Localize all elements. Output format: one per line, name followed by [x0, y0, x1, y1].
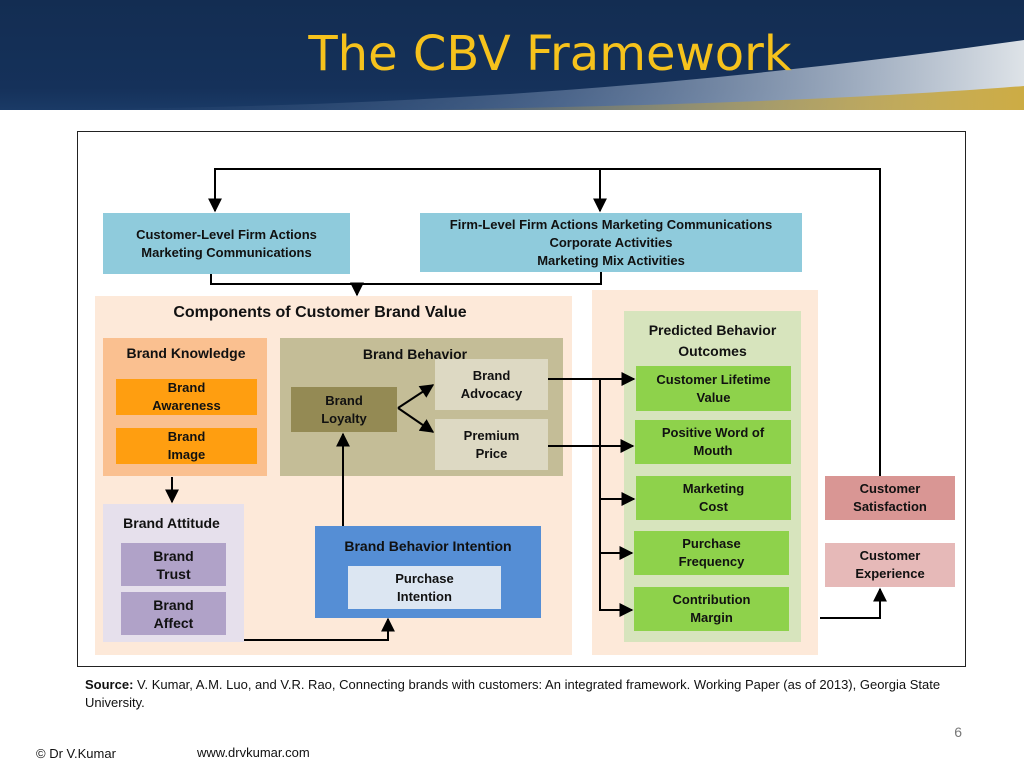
brand-advocacy-line2: Advocacy [460, 385, 523, 401]
intention-title: Brand Behavior Intention [344, 538, 512, 554]
customer-experience-box: Customer Experience [825, 543, 955, 587]
outcome-purchase-frequency-line2: Frequency [678, 554, 745, 569]
outcome-wom-box: Positive Word of Mouth [635, 420, 791, 464]
brand-loyalty-line2: Loyalty [321, 410, 367, 426]
brand-trust-line2: Trust [156, 565, 191, 582]
firm-level-actions-line3: Marketing Mix Activities [537, 252, 685, 268]
header-swoosh [0, 40, 1024, 110]
outcome-wom-line1: Positive Word of [661, 425, 765, 440]
customer-satisfaction-line2: Satisfaction [853, 499, 927, 514]
footer-url: www.drvkumar.com [197, 745, 310, 760]
footer-author: © Dr V.Kumar [36, 746, 116, 761]
brand-attitude-title: Brand Attitude [123, 515, 220, 531]
outcome-contribution-margin-line2: Margin [690, 610, 733, 625]
source-label: Source: [85, 677, 134, 692]
premium-price-box: Premium Price [435, 419, 548, 470]
outcome-clv-box: Customer Lifetime Value [636, 366, 791, 411]
brand-awareness-line1: Brand [167, 380, 206, 395]
purchase-intention-box: Purchase Intention [348, 566, 501, 609]
slide-title: The CBV Framework [308, 26, 792, 82]
firm-level-actions-line2: Corporate Activities [549, 234, 673, 250]
brand-awareness-box: Brand Awareness [116, 379, 257, 415]
outcomes-title: Predicted Behavior Outcomes [624, 320, 801, 362]
brand-image-line1: Brand [167, 429, 206, 444]
source-text: V. Kumar, A.M. Luo, and V.R. Rao, Connec… [85, 677, 941, 710]
customer-experience-line2: Experience [855, 566, 925, 581]
brand-trust-line1: Brand [153, 547, 194, 564]
diagram-frame [77, 131, 966, 667]
outcome-purchase-frequency-line1: Purchase [682, 536, 741, 551]
brand-affect-line2: Affect [153, 614, 194, 631]
outcome-wom-line2: Mouth [693, 443, 733, 458]
brand-affect-line1: Brand [153, 596, 194, 613]
customer-level-actions-box: Customer-Level Firm Actions Marketing Co… [103, 213, 350, 274]
brand-affect-box: Brand Affect [121, 592, 226, 635]
brand-image-line2: Image [167, 447, 206, 462]
outcome-marketing-cost-box: Marketing Cost [636, 476, 791, 520]
brand-loyalty-box: Brand Loyalty [291, 387, 397, 432]
outcome-marketing-cost-line1: Marketing [682, 481, 745, 496]
firm-level-actions-line1: Firm-Level Firm Actions Marketing Commun… [449, 216, 773, 232]
customer-level-actions-line2: Marketing Communications [141, 244, 312, 260]
brand-awareness-line2: Awareness [152, 398, 221, 413]
brand-image-box: Brand Image [116, 428, 257, 464]
page-number: 6 [954, 724, 962, 740]
outcome-contribution-margin-box: Contribution Margin [634, 587, 789, 631]
purchase-intention-line2: Intention [397, 588, 452, 604]
customer-satisfaction-box: Customer Satisfaction [825, 476, 955, 520]
outcome-purchase-frequency-box: Purchase Frequency [634, 531, 789, 575]
slide-header [0, 0, 1024, 110]
brand-advocacy-line1: Brand [472, 367, 511, 383]
customer-satisfaction-line1: Customer [859, 481, 921, 496]
outcome-contribution-margin-line1: Contribution [672, 592, 751, 607]
premium-price-line2: Price [475, 445, 508, 461]
outcomes-title-line2: Outcomes [678, 343, 747, 359]
outcome-clv-line1: Customer Lifetime [656, 371, 771, 387]
outcome-clv-line2: Value [696, 389, 731, 405]
outcomes-title-line1: Predicted Behavior [648, 322, 777, 338]
outcome-marketing-cost-line2: Cost [699, 499, 728, 514]
brand-advocacy-box: Brand Advocacy [435, 359, 548, 410]
brand-trust-box: Brand Trust [121, 543, 226, 586]
source-citation: Source: V. Kumar, A.M. Luo, and V.R. Rao… [85, 676, 945, 712]
purchase-intention-line1: Purchase [395, 570, 454, 586]
components-title: Components of Customer Brand Value [173, 304, 467, 321]
firm-level-actions-box: Firm-Level Firm Actions Marketing Commun… [420, 213, 802, 272]
brand-knowledge-title: Brand Knowledge [126, 345, 246, 361]
premium-price-line1: Premium [463, 427, 520, 443]
customer-level-actions-line1: Customer-Level Firm Actions [136, 226, 317, 242]
brand-loyalty-line1: Brand [325, 392, 363, 408]
customer-experience-line1: Customer [859, 548, 921, 563]
